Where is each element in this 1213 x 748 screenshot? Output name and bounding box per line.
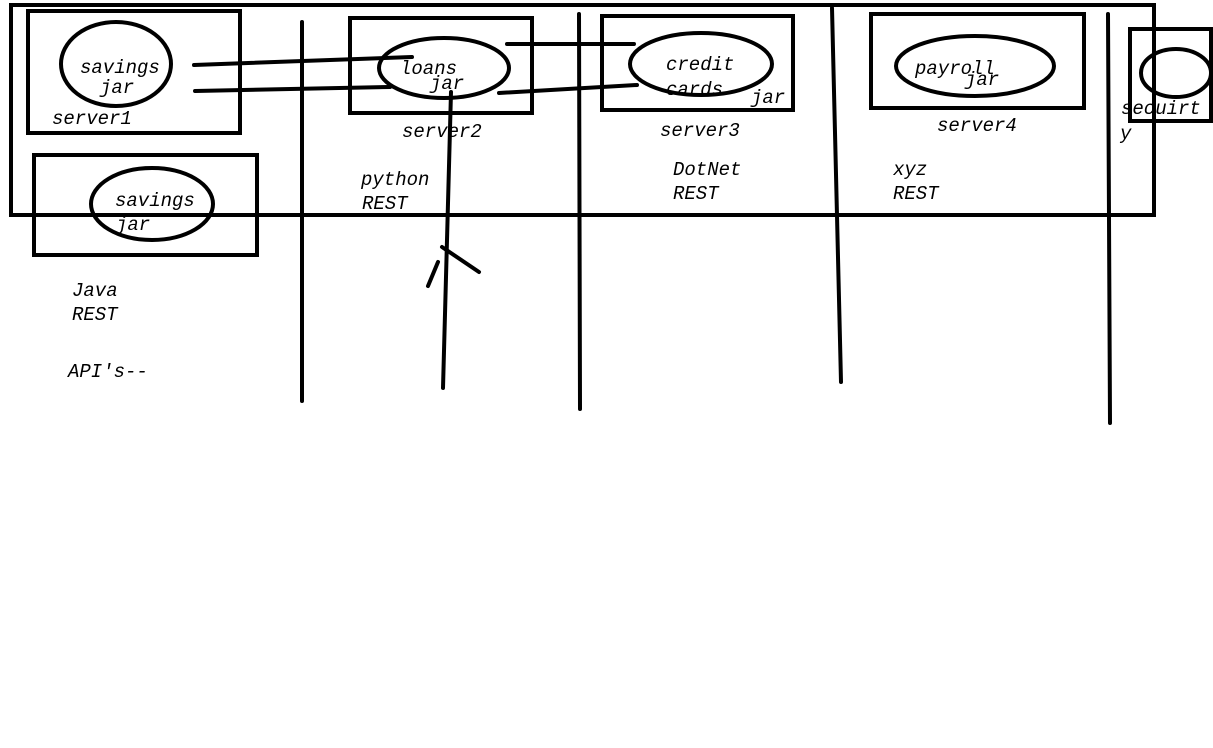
divider-line-4 xyxy=(1106,12,1112,425)
connector-savings-loans-top xyxy=(192,55,414,67)
xyz-rest-label: REST xyxy=(893,183,940,205)
server2-box xyxy=(348,16,534,115)
python-label: python xyxy=(360,169,429,191)
loans-jar-ellipse xyxy=(377,36,511,100)
savings-label: savings xyxy=(80,57,160,79)
savings-jar-label: jar xyxy=(99,77,134,99)
savings-replica-jar-label: jar xyxy=(115,214,150,236)
dotnet-label: DotNet xyxy=(673,159,741,181)
payroll-label: payroll xyxy=(914,58,995,80)
java-rest-label: REST xyxy=(72,304,119,326)
server1-label: server1 xyxy=(52,108,132,130)
loans-jar-label: jar xyxy=(429,73,464,95)
server4-box xyxy=(869,12,1086,110)
security-ellipse xyxy=(1139,47,1213,99)
divider-line-2 xyxy=(577,12,582,411)
loans-arrow-shaft xyxy=(441,90,453,390)
loans-arrow-head-left xyxy=(426,260,440,288)
divider-line-3 xyxy=(830,6,843,384)
server4-label: server4 xyxy=(937,115,1017,137)
credit-cards-jar-ellipse xyxy=(628,31,774,97)
credit-label: credit xyxy=(666,54,734,76)
server2-label: server2 xyxy=(402,121,482,143)
payroll-jar-ellipse xyxy=(894,34,1056,98)
credit-jar-label: jar xyxy=(750,87,785,109)
connector-loans-credit-bottom xyxy=(497,83,639,95)
server1-replica-box xyxy=(32,153,259,257)
connector-savings-loans-bottom xyxy=(193,85,392,93)
server3-label: server3 xyxy=(660,120,740,142)
savings-replica-label: savings xyxy=(115,190,195,212)
java-label: Java xyxy=(72,280,118,302)
loans-arrow-head-right xyxy=(440,245,481,274)
security-label: secuirt xyxy=(1121,98,1201,120)
payroll-jar-label: jar xyxy=(964,69,999,91)
loans-label: loans xyxy=(400,58,457,80)
server1-box xyxy=(26,9,242,135)
security-label-continued: y xyxy=(1119,123,1132,145)
cards-label: cards xyxy=(666,79,723,101)
savings-jar-replica-ellipse xyxy=(89,166,215,242)
outer-container-box xyxy=(9,3,1156,217)
xyz-label: xyz xyxy=(892,159,927,181)
dotnet-rest-label: REST xyxy=(673,183,720,205)
server3-box xyxy=(600,14,795,112)
apis-label: API's-- xyxy=(67,361,148,383)
savings-jar-ellipse xyxy=(59,20,173,108)
python-rest-label: REST xyxy=(362,193,409,215)
